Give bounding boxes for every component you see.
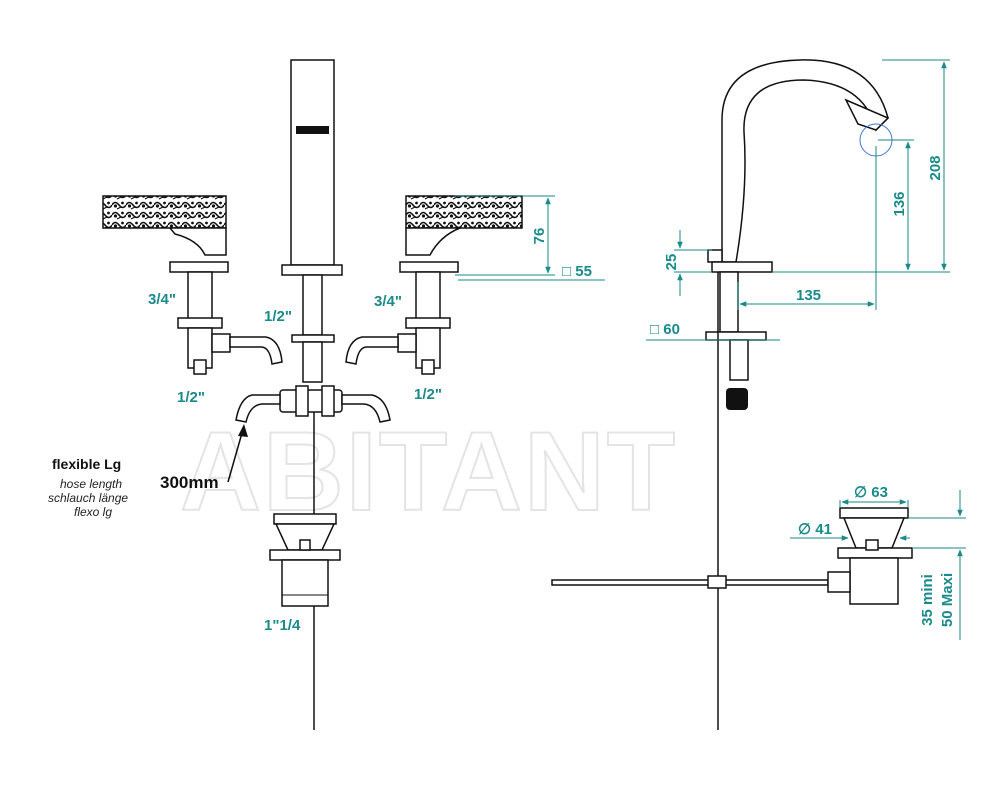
outer-diameter-label: ∅ 63	[854, 484, 888, 501]
spout-fitting	[302, 341, 323, 383]
detail-pin	[865, 539, 879, 551]
left-valve-nut	[177, 317, 223, 329]
right-handle-body	[405, 227, 461, 256]
base-height-label: 25	[663, 254, 680, 271]
left-outlet-thread: 1/2"	[177, 389, 205, 406]
thickness-min-label: 35 mini	[919, 574, 936, 626]
side-fitting	[729, 339, 749, 381]
aerator-mark	[296, 126, 329, 134]
popup-lever-rod	[551, 579, 829, 586]
waste-thread: 1"1/4	[264, 617, 301, 634]
mixing-elbow-right	[341, 394, 391, 423]
right-valve-shank	[415, 271, 441, 321]
hose-note-line2: schlauch länge	[48, 491, 128, 505]
right-handle-flange	[399, 261, 459, 273]
side-connector	[726, 388, 748, 410]
reach-label: 135	[796, 287, 821, 304]
spout-outlet	[844, 98, 890, 131]
left-valve-shank	[187, 271, 213, 321]
side-nut	[705, 331, 767, 341]
spout-thread: 1/2"	[264, 308, 292, 325]
thickness-max-label: 50 Maxi	[939, 573, 956, 627]
side-view: 208 136 135 25 □ 60 ∅ 63 ∅ 41 35 mini 50…	[551, 59, 966, 730]
base-square-label: □ 60	[650, 321, 680, 338]
side-base-plate	[711, 261, 773, 273]
detail-tail	[849, 557, 899, 605]
spout-body	[290, 59, 335, 266]
left-outlet-elbow	[229, 336, 283, 365]
mixing-elbow-left	[235, 394, 281, 423]
left-valve-cap	[193, 359, 207, 375]
left-outlet-nut	[211, 333, 231, 353]
hose-length: 300mm	[160, 473, 219, 492]
left-handle-lever	[102, 195, 227, 229]
waste-pin	[299, 539, 311, 551]
hose-note-line3: flexo lg	[74, 505, 112, 519]
side-shank	[719, 271, 739, 333]
right-outlet-nut	[397, 333, 417, 353]
hose-note-line1: hose length	[60, 477, 122, 491]
handle-height-label: 76	[531, 228, 548, 245]
spout-gooseneck	[721, 59, 889, 263]
inner-diameter-label: ∅ 41	[798, 521, 832, 538]
left-handle-body	[168, 227, 227, 256]
handle-square-label: □ 55	[562, 263, 592, 280]
right-outlet-thread: 1/2"	[414, 386, 442, 403]
total-height-label: 208	[927, 155, 944, 180]
front-view: 76 □ 55 3/4" 1/2" 1/2" 3/4" 1/2" 1"1/4 f…	[48, 59, 605, 730]
waste-flange	[273, 513, 337, 525]
right-valve-nut	[405, 317, 451, 329]
waste-nut	[269, 549, 341, 561]
detail-flange	[839, 507, 909, 519]
spout-shank	[302, 274, 323, 336]
right-handle-lever	[405, 195, 523, 229]
waste-tail	[281, 559, 329, 607]
watermark: ABITANT	[180, 409, 677, 534]
tee-nut-right	[321, 385, 335, 417]
right-inlet-thread: 3/4"	[374, 293, 402, 310]
rod-clamp	[707, 575, 727, 589]
left-handle-flange	[169, 261, 229, 273]
right-valve-cap	[421, 359, 435, 375]
left-inlet-thread: 3/4"	[148, 291, 176, 308]
right-outlet-elbow	[345, 336, 399, 365]
side-lever-stub	[707, 249, 723, 263]
detail-side-nut	[827, 571, 851, 593]
tee-nut-left	[295, 385, 309, 417]
clearance-label: 136	[891, 191, 908, 216]
spout-base	[281, 264, 343, 276]
hose-note-title: flexible Lg	[52, 456, 121, 472]
spout-nut	[291, 334, 335, 343]
